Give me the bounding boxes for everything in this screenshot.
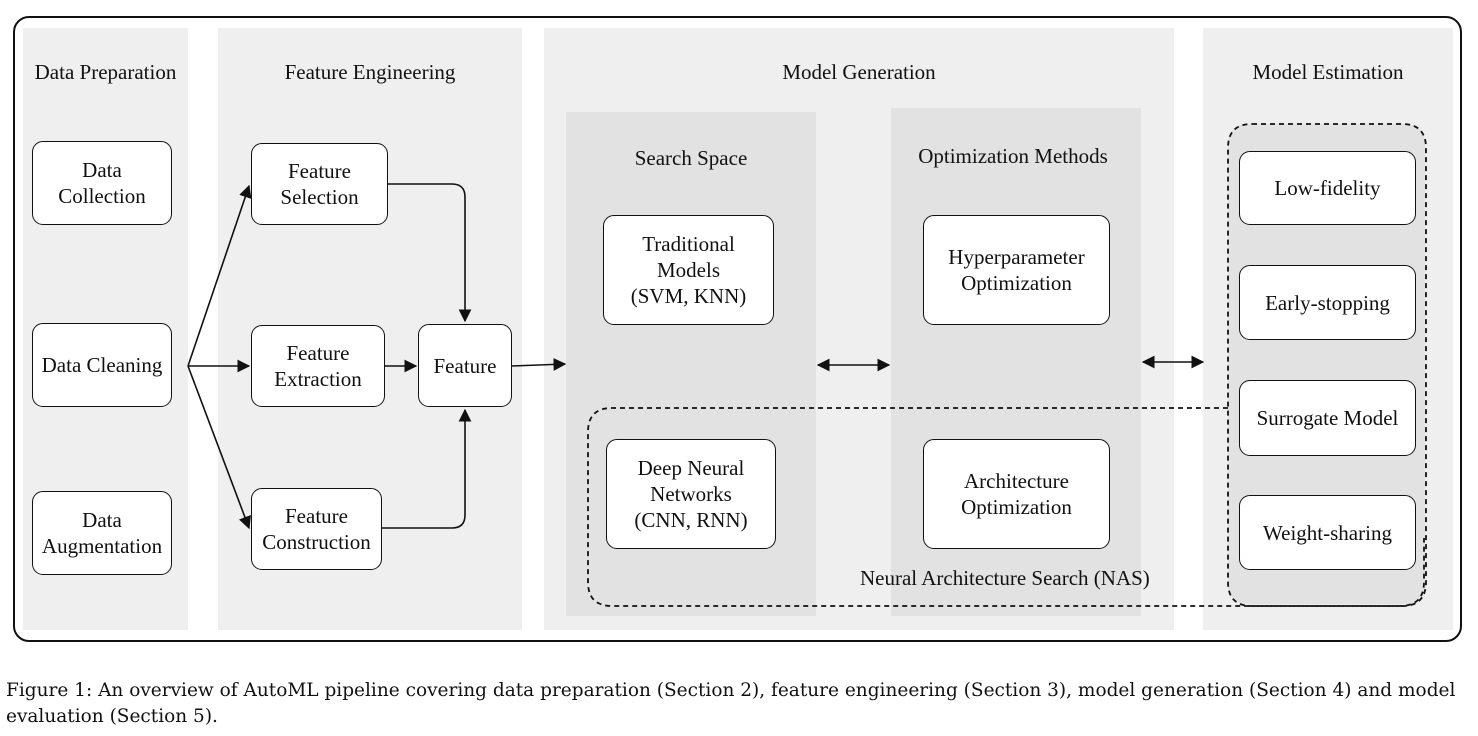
estimation-dashed-outline [1227, 123, 1427, 607]
arrow-cleaning-to-construction [187, 365, 251, 530]
arrow-cleaning-to-selection [187, 184, 252, 367]
box-traditional-models: Traditional Models (SVM, KNN) [603, 215, 774, 325]
box-feature: Feature [418, 324, 512, 407]
figure-caption: Figure 1: An overview of AutoML pipeline… [6, 680, 1456, 727]
heading-feature-engineering: Feature Engineering [284, 60, 456, 84]
heading-data-preparation: Data Preparation [34, 60, 177, 84]
box-architecture-optimization: Architecture Optimization [923, 439, 1110, 549]
nas-dashed-outline [587, 407, 1425, 607]
box-low-fidelity: Low-fidelity [1239, 151, 1416, 225]
box-feature-construction: Feature Construction [251, 488, 382, 570]
arrow-construction-to-feature [382, 408, 472, 529]
box-early-stopping: Early-stopping [1239, 265, 1416, 340]
heading-model-generation: Model Generation [782, 60, 936, 84]
box-data-augmentation: Data Augmentation [32, 491, 172, 575]
box-feature-extraction: Feature Extraction [251, 325, 385, 407]
box-weight-sharing: Weight-sharing [1239, 495, 1416, 570]
arrow-selection-to-feature [388, 183, 472, 323]
box-data-collection: Data Collection [32, 141, 172, 225]
box-deep-neural-networks: Deep Neural Networks (CNN, RNN) [606, 439, 776, 549]
nas-label: Neural Architecture Search (NAS) [860, 566, 1150, 590]
box-hyperparameter-optimization: Hyperparameter Optimization [923, 215, 1110, 325]
arrow-feature-to-model-generation [511, 358, 567, 371]
heading-model-estimation: Model Estimation [1252, 60, 1404, 84]
box-surrogate-model: Surrogate Model [1239, 380, 1416, 456]
box-data-cleaning: Data Cleaning [32, 323, 172, 407]
heading-search-space: Search Space [634, 146, 748, 170]
box-feature-selection: Feature Selection [251, 143, 388, 225]
heading-optimization-methods: Optimization Methods [918, 144, 1108, 168]
